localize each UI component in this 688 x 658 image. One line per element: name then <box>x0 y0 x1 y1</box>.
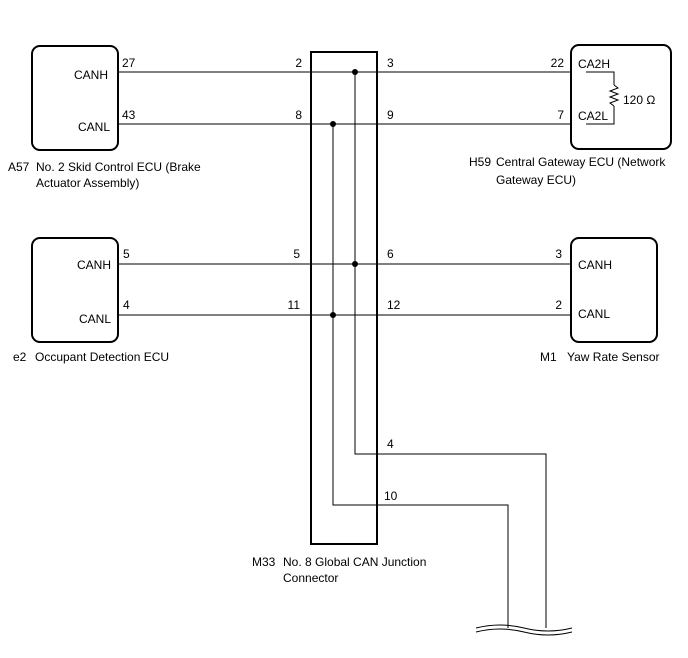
m33-pin-number: 9 <box>387 108 394 122</box>
junction-dot <box>330 121 336 127</box>
m33-pin-number: 4 <box>387 437 394 451</box>
e2-pin-number-canl: 4 <box>123 298 130 312</box>
e2-ecu-box <box>31 237 119 343</box>
resistor-icon <box>608 84 620 107</box>
h59-caption-id: H59 <box>469 155 491 169</box>
m33-pin-number: 5 <box>293 247 300 261</box>
a57-pin-canl-label: CANL <box>78 120 110 134</box>
junction-dot <box>330 312 336 318</box>
m33-junction-box <box>310 51 378 545</box>
bus-low-vertical <box>332 124 377 506</box>
resistor-lead-top <box>586 71 615 85</box>
e2-pin-canh-label: CANH <box>77 258 111 272</box>
m33-pin-number: 8 <box>295 108 302 122</box>
m1-sensor-box <box>570 237 658 343</box>
a57-caption-name-1: No. 2 Skid Control ECU (Brake <box>36 160 201 174</box>
a57-pin-canh-label: CANH <box>74 68 108 82</box>
a57-pin-number-canl: 43 <box>122 108 136 122</box>
junction-dot <box>352 261 358 267</box>
a57-pin-number-canh: 27 <box>122 56 136 70</box>
junction-dot <box>352 69 358 75</box>
a57-ecu-box <box>31 45 119 151</box>
resistor-value-label: 120 Ω <box>623 93 655 107</box>
m33-caption-name-1: No. 8 Global CAN Junction <box>283 555 426 569</box>
m1-pin-canl-label: CANL <box>578 307 610 321</box>
bus-high-vertical <box>354 72 377 455</box>
resistor-lead-bottom <box>586 106 615 125</box>
a57-caption-name-2: Actuator Assembly) <box>36 176 139 190</box>
m33-caption-id: M33 <box>252 555 276 569</box>
wire-break-symbol <box>475 624 573 636</box>
m1-pin-number-canl: 2 <box>555 298 562 312</box>
m33-pin-number: 11 <box>288 298 301 312</box>
m33-pin-number: 10 <box>384 489 398 503</box>
wire-pin4-out <box>377 453 547 628</box>
m33-pin-number: 12 <box>387 298 401 312</box>
h59-ecu-box <box>570 44 672 150</box>
wire-pin10-out <box>377 504 509 628</box>
m33-pin-number: 2 <box>295 56 302 70</box>
h59-pin-ca2h-label: CA2H <box>578 57 610 71</box>
m33-pin-number: 6 <box>387 247 394 261</box>
e2-pin-number-canh: 5 <box>123 247 130 261</box>
h59-pin-number-ca2h: 22 <box>551 56 565 70</box>
m1-caption-name: Yaw Rate Sensor <box>567 350 660 364</box>
h59-pin-ca2l-label: CA2L <box>578 109 608 123</box>
h59-caption-name-1: Central Gateway ECU (Network <box>496 155 666 169</box>
m1-pin-canh-label: CANH <box>578 258 612 272</box>
e2-caption-id: e2 <box>13 350 27 364</box>
m1-caption-id: M1 <box>540 350 557 364</box>
e2-caption-name: Occupant Detection ECU <box>35 350 169 364</box>
m33-pin-number: 3 <box>387 56 394 70</box>
a57-caption-id: A57 <box>8 160 30 174</box>
h59-caption-name-2: Gateway ECU) <box>496 173 576 187</box>
m1-pin-number-canh: 3 <box>555 247 562 261</box>
m33-caption-name-2: Connector <box>283 571 338 585</box>
e2-pin-canl-label: CANL <box>79 312 111 326</box>
h59-pin-number-ca2l: 7 <box>557 108 564 122</box>
